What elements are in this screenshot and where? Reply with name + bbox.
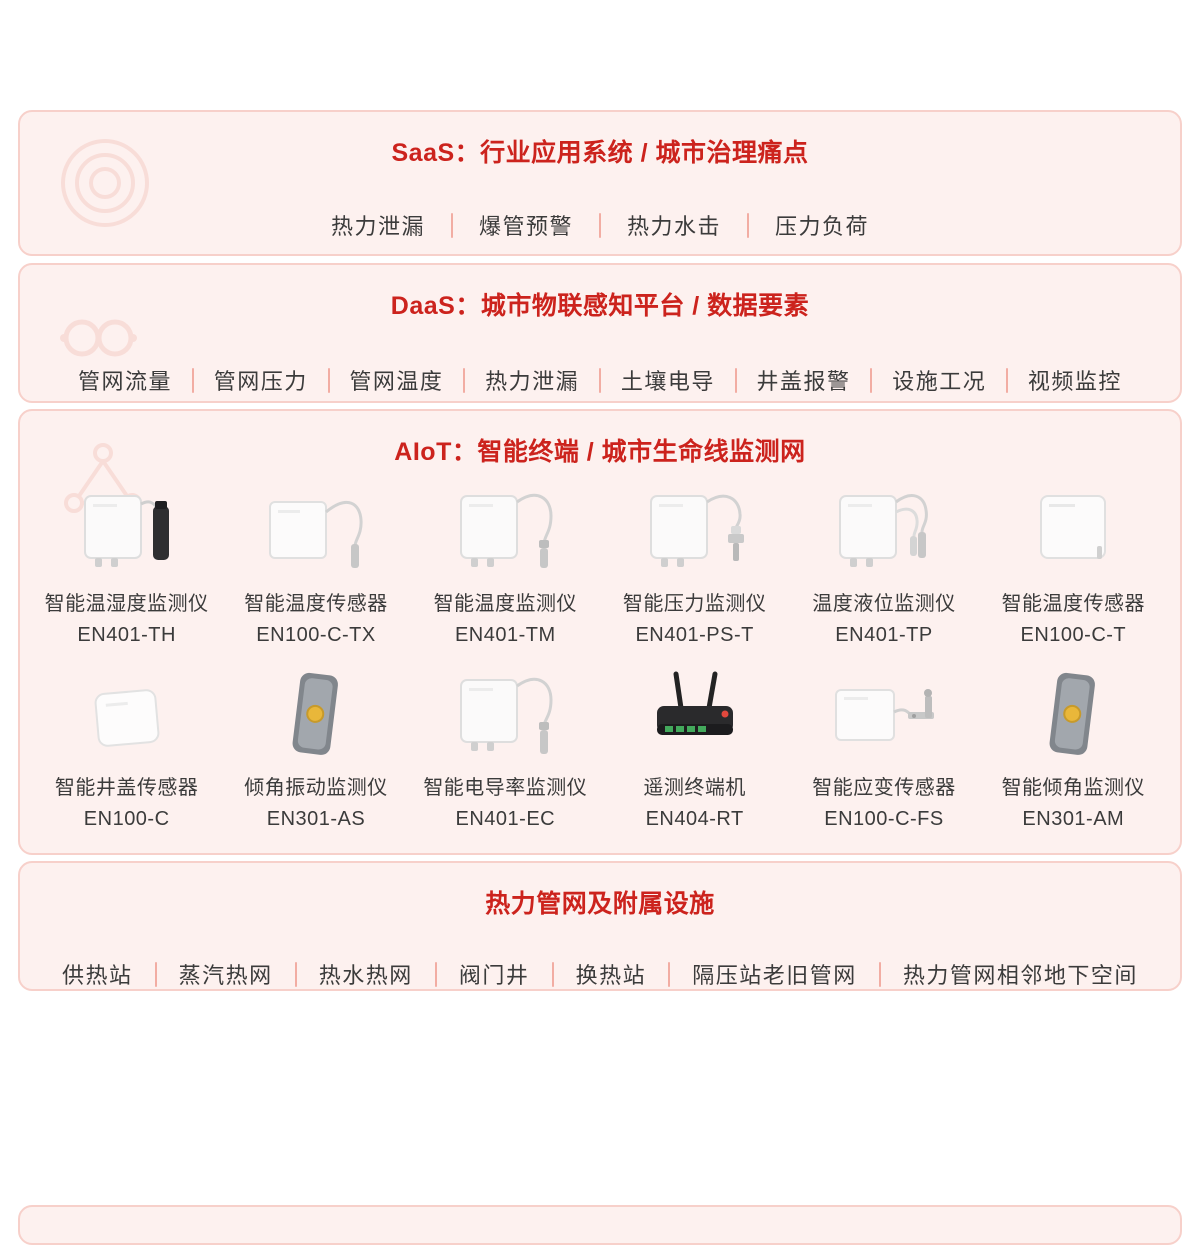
product-name: 智能温度监测仪	[433, 593, 578, 615]
gray-device-yellow-button-icon	[979, 664, 1168, 762]
product-name: 智能温度传感器	[1001, 593, 1146, 615]
divider	[878, 961, 881, 987]
aiot-products-row2: 智能井盖传感器 EN100-C 倾角振动监测仪 EN301-AS	[20, 664, 1180, 832]
product-card: 温度液位监测仪 EN401-TP	[789, 480, 978, 648]
daas-item: 视频监控	[1027, 369, 1122, 394]
product-name: 温度液位监测仪	[812, 593, 956, 615]
daas-panel: DaaS：城市物联感知平台 / 数据要素 管网流量 管网压力 管网温度 热力泄漏…	[18, 263, 1182, 403]
product-name: 智能温度传感器	[244, 593, 388, 615]
product-card: 智能应变传感器 EN100-C-FS	[789, 664, 978, 832]
product-model: EN100-C-TX	[256, 624, 376, 646]
aiot-panel: AIoT：智能终端 / 城市生命线监测网 智能温湿度监测仪 EN401-TH	[18, 409, 1182, 855]
product-model: EN301-AS	[266, 808, 366, 830]
white-box-cable-probe-icon	[411, 480, 600, 578]
white-panel-icon	[979, 480, 1168, 578]
divider	[734, 367, 737, 393]
saas-item: 热力水击	[627, 214, 722, 239]
daas-item: 管网压力	[213, 369, 308, 394]
divider	[294, 961, 297, 987]
daas-item: 管网温度	[349, 369, 444, 394]
product-model: EN100-C	[83, 808, 170, 830]
infra-item: 隔压站老旧管网	[692, 963, 857, 988]
divider	[191, 367, 194, 393]
product-card: 智能井盖传感器 EN100-C	[32, 664, 221, 832]
product-model: EN401-TP	[835, 624, 933, 646]
white-box-cable-probe-icon	[411, 664, 600, 762]
infinity-icon	[60, 319, 137, 357]
daas-items-row: 管网流量 管网压力 管网温度 热力泄漏 土壤电导 井盖报警 设施工况 视频监控	[20, 364, 1180, 396]
product-card: 智能温度传感器 EN100-C-TX	[221, 480, 410, 648]
infra-title: 热力管网及附属设施	[485, 890, 715, 918]
product-name: 智能倾角监测仪	[1001, 777, 1146, 799]
saas-panel: SaaS：行业应用系统 / 城市治理痛点 热力泄漏 爆管预警 热力水击 压力负荷	[18, 110, 1182, 256]
divider	[434, 961, 437, 987]
product-name: 智能井盖传感器	[54, 777, 199, 799]
white-box-pressure-transmitter-icon	[600, 480, 789, 578]
white-panel-cable-probe-icon	[221, 480, 410, 578]
product-card: 遥测终端机 EN404-RT	[600, 664, 789, 832]
saas-title: SaaS：行业应用系统 / 城市治理痛点	[391, 139, 809, 167]
white-panel-bracket-icon	[789, 664, 978, 762]
product-name: 智能压力监测仪	[622, 593, 767, 615]
saas-item: 热力泄漏	[330, 214, 425, 239]
partial-next-panel	[18, 1205, 1182, 1245]
infra-panel: 热力管网及附属设施 供热站 蒸汽热网 热水热网 阀门井 换热站 隔压站老旧管网 …	[18, 861, 1182, 991]
white-flat-panel-icon	[32, 664, 221, 762]
divider	[1006, 367, 1009, 393]
product-model: EN301-AM	[1022, 808, 1125, 830]
product-model: EN401-TM	[454, 624, 556, 646]
product-card: 智能压力监测仪 EN401-PS-T	[600, 480, 789, 648]
target-rings-icon	[61, 139, 149, 227]
divider	[327, 367, 330, 393]
product-model: EN100-C-FS	[824, 808, 944, 830]
product-card: 智能温度传感器 EN100-C-T	[979, 480, 1168, 648]
saas-item: 压力负荷	[775, 214, 870, 239]
aiot-products-row1: 智能温湿度监测仪 EN401-TH 智能温度传感器 EN100-C-TX	[20, 480, 1180, 648]
product-card: 智能倾角监测仪 EN301-AM	[979, 664, 1168, 832]
infra-item: 供热站	[62, 963, 133, 988]
daas-item: 设施工况	[892, 369, 987, 394]
black-router-antennas-icon	[600, 664, 789, 762]
gray-device-yellow-button-icon	[221, 664, 410, 762]
divider	[463, 367, 466, 393]
divider	[599, 212, 601, 238]
daas-item: 热力泄漏	[485, 369, 580, 394]
divider	[870, 367, 873, 393]
divider	[668, 961, 671, 987]
product-name: 遥测终端机	[643, 777, 746, 799]
product-name: 智能应变传感器	[812, 777, 956, 799]
product-card: 智能电导率监测仪 EN401-EC	[411, 664, 600, 832]
daas-item: 井盖报警	[756, 369, 851, 394]
product-name: 倾角振动监测仪	[244, 777, 388, 799]
infra-items-row: 供热站 蒸汽热网 热水热网 阀门井 换热站 隔压站老旧管网 热力管网相邻地下空间	[20, 958, 1180, 990]
product-name: 智能电导率监测仪	[423, 777, 588, 799]
product-card: 倾角振动监测仪 EN301-AS	[221, 664, 410, 832]
product-card: 智能温湿度监测仪 EN401-TH	[32, 480, 221, 648]
infra-item: 换热站	[575, 963, 647, 988]
divider	[154, 961, 157, 987]
daas-item: 管网流量	[78, 369, 173, 394]
product-model: EN404-RT	[645, 808, 744, 830]
infra-item: 热水热网	[318, 963, 413, 988]
infra-item: 热力管网相邻地下空间	[902, 963, 1138, 988]
product-model: EN401-TH	[77, 624, 176, 646]
saas-item: 爆管预警	[478, 214, 573, 239]
divider	[450, 212, 453, 238]
product-model: EN401-PS-T	[635, 624, 754, 646]
divider	[747, 212, 750, 238]
divider	[598, 367, 601, 393]
product-card: 智能温度监测仪 EN401-TM	[411, 480, 600, 648]
aiot-title: AIoT：智能终端 / 城市生命线监测网	[394, 438, 806, 466]
product-model: EN100-C-T	[1020, 624, 1127, 646]
product-model: EN401-EC	[455, 808, 556, 830]
white-box-dual-cable-icon	[789, 480, 978, 578]
saas-items-row: 热力泄漏 爆管预警 热力水击 压力负荷	[20, 209, 1180, 241]
infra-item: 阀门井	[458, 963, 530, 988]
daas-item: 土壤电导	[620, 369, 715, 394]
infra-item: 蒸汽热网	[178, 963, 273, 988]
white-box-black-probe-icon	[32, 480, 221, 578]
daas-title: DaaS：城市物联感知平台 / 数据要素	[390, 292, 810, 320]
divider	[551, 961, 554, 987]
product-name: 智能温湿度监测仪	[44, 593, 209, 615]
